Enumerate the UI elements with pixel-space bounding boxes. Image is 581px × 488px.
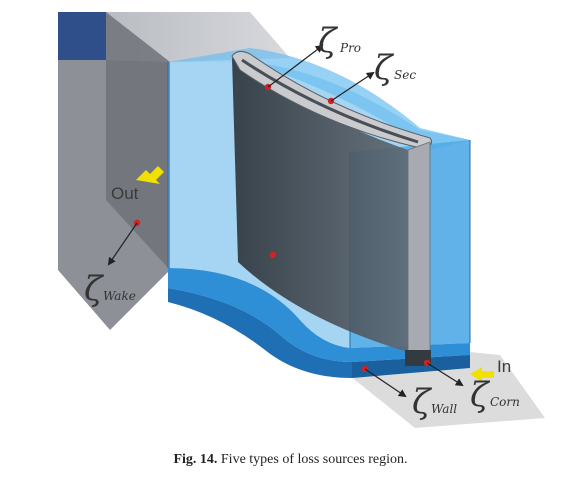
label-wall: ζ Wall [412, 382, 457, 422]
label-wall-sub: Wall [431, 402, 457, 416]
blade-trailing-edge [407, 141, 431, 359]
figure-caption-text: Five types of loss sources region. [217, 452, 408, 467]
label-wake-symbol: ζ [84, 269, 105, 309]
label-wake: ζ Wake [84, 269, 136, 309]
label-corn-sub: Corn [490, 395, 520, 409]
blade-pressure-face [232, 58, 408, 352]
arrow-wall [364, 368, 407, 398]
duct-dark-end [58, 12, 106, 60]
label-sec: ζ Sec [374, 48, 416, 88]
leader-arrows [107, 44, 464, 398]
arrow-wake [107, 222, 138, 266]
blade [231, 50, 433, 366]
label-pro-symbol: ζ [318, 21, 339, 61]
label-in: In [497, 357, 511, 376]
label-wake-sub: Wake [103, 289, 136, 303]
figure-caption-lead: Fig. 14. [173, 452, 218, 467]
marker-mid [269, 251, 277, 259]
label-corn-symbol: ζ [470, 375, 491, 415]
label-sec-symbol: ζ [374, 48, 395, 88]
passage-top-face [168, 48, 470, 150]
arrow-pro [267, 44, 324, 88]
figure-caption: Fig. 14. Five types of loss sources regi… [0, 452, 581, 468]
label-sec-sub: Sec [394, 68, 416, 82]
endwall-top [168, 268, 470, 362]
endwall-slab [168, 268, 470, 378]
label-out: Out [111, 184, 139, 203]
blade-top-profile [231, 50, 433, 149]
arrow-corn [426, 362, 464, 387]
endwall-edge [352, 355, 470, 378]
inflow-arrow-icon [470, 367, 494, 382]
outlet-duct [58, 12, 290, 330]
label-pro-sub: Pro [339, 41, 361, 55]
label-wall-symbol: ζ [412, 382, 433, 422]
outflow-arrow-icon [136, 166, 164, 184]
label-corn: ζ Corn [470, 375, 520, 415]
endwall-front [168, 288, 352, 378]
duct-inner-face [106, 12, 170, 270]
blade-top-groove [241, 58, 419, 144]
arrow-sec [330, 71, 375, 102]
label-pro: ζ Pro [318, 21, 361, 61]
